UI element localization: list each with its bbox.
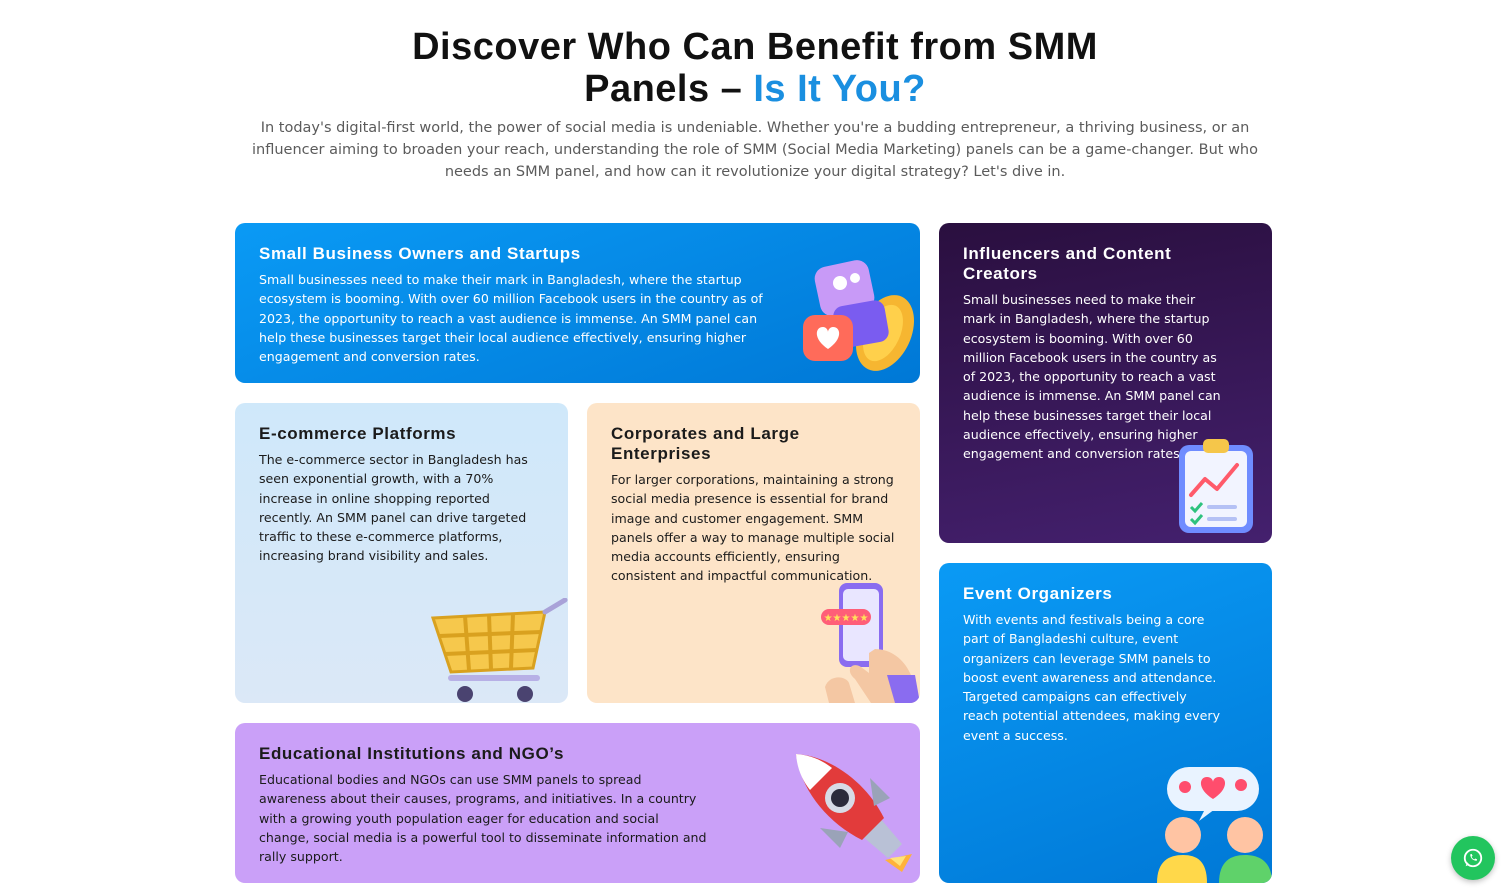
card-title: Event Organizers bbox=[963, 584, 1113, 603]
card-text: Educational bodies and NGOs can use SMM … bbox=[259, 772, 707, 865]
shopping-cart-icon bbox=[425, 597, 568, 703]
clipboard-chart-icon bbox=[1175, 437, 1259, 537]
card-title: Small Business Owners and Startups bbox=[259, 244, 581, 263]
card-small-business: Small Business Owners and Startups Small… bbox=[235, 223, 920, 383]
title-line-2: Panels – bbox=[584, 68, 754, 110]
card-educational: Educational Institutions and NGO’s Educa… bbox=[235, 723, 920, 883]
svg-text:★★★★★: ★★★★★ bbox=[824, 613, 869, 624]
card-title: Educational Institutions and NGO’s bbox=[259, 744, 565, 763]
card-title: Corporates and Large Enterprises bbox=[611, 424, 800, 463]
card-text: For larger corporations, maintaining a s… bbox=[611, 472, 895, 584]
title-accent: Is It You? bbox=[753, 68, 926, 110]
card-text: Small businesses need to make their mark… bbox=[259, 272, 763, 365]
card-ecommerce: E-commerce Platforms The e-commerce sect… bbox=[235, 403, 568, 703]
whatsapp-icon bbox=[1463, 848, 1483, 868]
card-title: E-commerce Platforms bbox=[259, 424, 457, 443]
rocket-icon bbox=[790, 748, 920, 873]
card-event-organizers: Event Organizers With events and festiva… bbox=[939, 563, 1272, 883]
people-hearts-icon bbox=[1149, 763, 1272, 883]
card-text: With events and festivals being a core p… bbox=[963, 612, 1221, 743]
title-line-1: Discover Who Can Benefit from SMM bbox=[412, 26, 1098, 68]
intro-paragraph: In today's digital-first world, the powe… bbox=[252, 120, 1258, 180]
card-corporates: Corporates and Large Enterprises For lar… bbox=[587, 403, 920, 703]
card-text: The e-commerce sector in Bangladesh has … bbox=[259, 452, 528, 564]
card-title: Influencers and Content Creators bbox=[963, 244, 1172, 283]
megaphone-like-icon bbox=[795, 253, 920, 383]
whatsapp-button[interactable] bbox=[1451, 836, 1495, 880]
page-title: Discover Who Can Benefit from SMM Panels… bbox=[0, 26, 1510, 110]
card-text: Small businesses need to make their mark… bbox=[963, 292, 1221, 462]
card-influencers: Influencers and Content Creators Small b… bbox=[939, 223, 1272, 543]
phone-rating-icon: ★★★★★ bbox=[815, 579, 920, 703]
